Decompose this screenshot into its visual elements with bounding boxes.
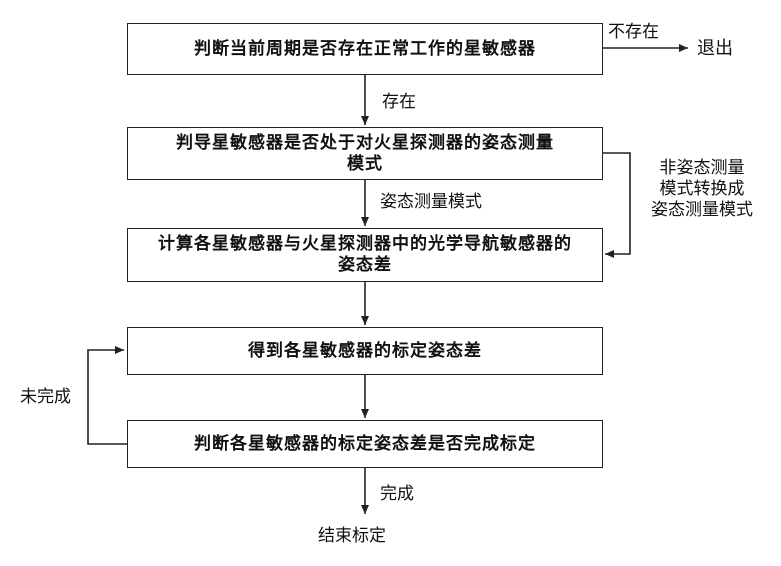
label-not-exist: 不存在 — [608, 22, 659, 42]
box-check-done: 判断各星敏感器的标定姿态差是否完成标定 — [127, 420, 603, 468]
label-non-attitude-line3: 姿态测量模式 — [651, 200, 753, 220]
box-check-mode: 判导星敏感器是否处于对火星探测器的姿态测量模式 — [127, 127, 603, 180]
end-calibration-text: 结束标定 — [318, 526, 386, 546]
arrow-not-done-loop — [87, 346, 127, 445]
box-compute-diff: 计算各星敏感器与火星探测器中的光学导航敏感器的姿态差 — [127, 228, 603, 282]
box-check-period: 判断当前周期是否存在正常工作的星敏感器 — [127, 23, 603, 75]
label-attitude-mode: 姿态测量模式 — [380, 192, 482, 212]
label-exit: 退出 — [697, 38, 733, 59]
label-non-attitude-line1: 非姿态测量 — [659, 158, 745, 178]
box-get-calibration: 得到各星敏感器的标定姿态差 — [127, 327, 603, 375]
label-not-done: 未完成 — [20, 387, 71, 407]
label-non-attitude-line2: 模式转换成 — [659, 179, 745, 199]
arrow-mode-conversion-loop — [603, 152, 631, 258]
label-non-attitude-conversion: 非姿态测量 模式转换成 姿态测量模式 — [633, 158, 771, 221]
label-done: 完成 — [380, 484, 414, 504]
label-exist: 存在 — [382, 92, 416, 112]
